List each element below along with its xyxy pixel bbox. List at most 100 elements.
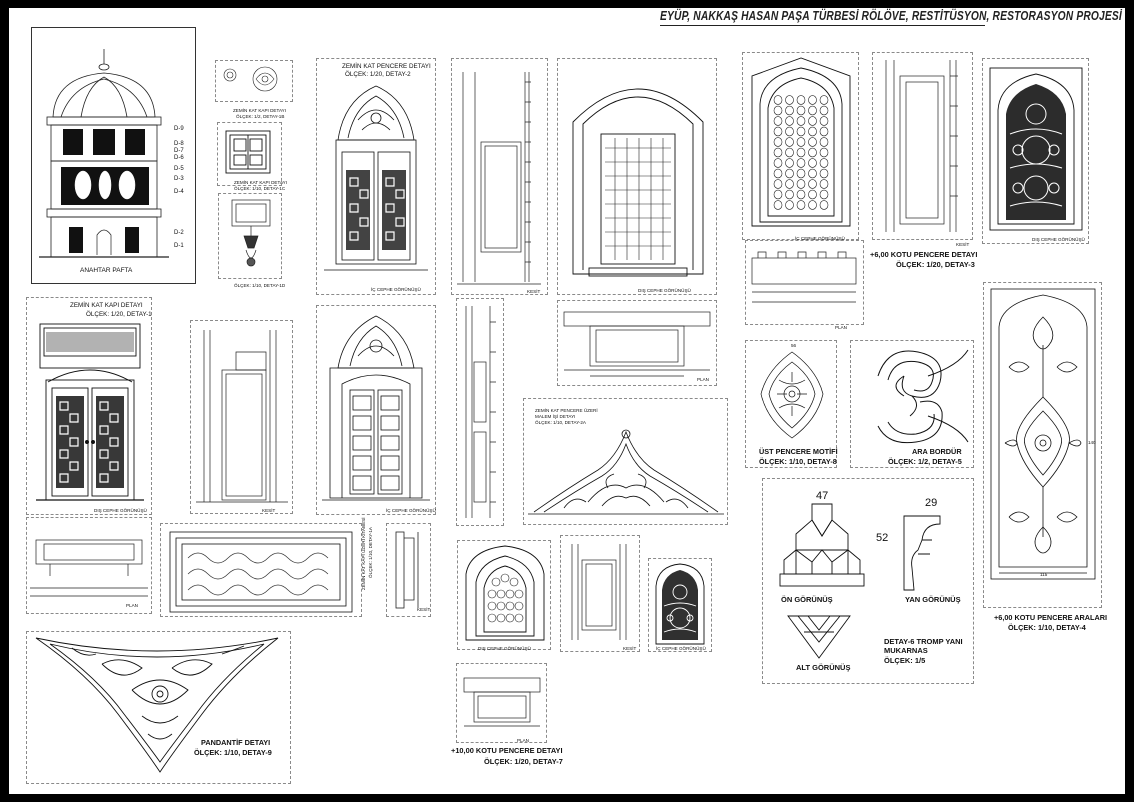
detail-2-section-label: KESİT: [527, 289, 541, 294]
perforation-hole: [785, 147, 794, 158]
perforation-hole: [785, 189, 794, 200]
detail-9-panel: [26, 631, 291, 784]
detail-6-scale: ÖLÇEK: 1/5: [884, 656, 926, 665]
inscription-drawing: [169, 531, 353, 613]
detail-1-name: ZEMİN KAT KAPI DETAYI: [70, 302, 143, 309]
perforation-hole: [796, 137, 806, 147]
perforation-hole: [773, 179, 783, 189]
perforation-hole: [796, 200, 806, 210]
key-plan-marker: D-9: [174, 126, 184, 132]
door-section-drawing: [196, 330, 288, 503]
detail-4-dim-width: 115: [1040, 572, 1048, 577]
detail-1-plan-panel: [26, 517, 152, 614]
upper-window-motif-drawing: [760, 351, 824, 439]
detail-2-name: ZEMİN KAT PENCERE DETAYI: [342, 63, 431, 70]
detail-7-section-label: KESİT: [623, 646, 637, 651]
top-window-interior-drawing: [655, 563, 705, 645]
perforation-hole: [796, 105, 806, 116]
perforation-hole: [773, 147, 783, 158]
perforation-hole: [808, 200, 817, 210]
door-panel-drawing: [225, 130, 271, 174]
top-window-plan-drawing: [463, 677, 541, 727]
detail-3-section-panel: [872, 52, 973, 240]
perforation-hole: [808, 158, 817, 168]
detail-6-front-label: ÖN GÖRÜNÜŞ: [781, 595, 833, 604]
detail-6-bottom-label: ALT GÖRÜNÜŞ: [796, 663, 851, 672]
ground-window-section-drawing: [457, 72, 541, 285]
detail-3-scale: ÖLÇEK: 1/20, DETAY-3: [896, 260, 975, 269]
detail-1-panel: [26, 297, 152, 515]
detail-2-plan-panel: [557, 300, 717, 386]
detail-1-interior-label: İÇ CEPHE GÖRÜNÜŞÜ: [386, 508, 436, 513]
detail-8-name: ÜST PENCERE MOTİFİ: [759, 447, 838, 456]
muqarnas-bottom-drawing: [787, 615, 851, 659]
detail-7-plan-panel: [456, 663, 547, 743]
detail-6-height-dim: 52: [876, 532, 889, 544]
detail-4-name: +6,00 KOTU PENCERE ARALARI: [994, 613, 1108, 622]
detail-7-interior-panel: [648, 558, 712, 652]
perforation-hole: [796, 179, 806, 189]
muqarnas-front-drawing: [779, 503, 865, 587]
perforation-hole: [785, 137, 794, 147]
top-window-exterior-drawing: [465, 545, 545, 641]
window-piers-ornament-drawing: [990, 288, 1096, 580]
perforation-hole: [773, 95, 783, 105]
perforation-hole: [796, 116, 806, 126]
detail-1-section-panel: [190, 320, 293, 514]
perforation-hole: [819, 137, 829, 147]
sheet-title: EYÜP, NAKKAŞ HASAN PAŞA TÜRBESİ RÖLÖVE, …: [660, 9, 1122, 23]
muqarnas-side-drawing: [903, 515, 941, 591]
detail-6-side-dim: 29: [925, 497, 938, 509]
pendentive-drawing: [35, 637, 279, 773]
detail-4-panel: [983, 282, 1102, 608]
detail-2a-panel: [523, 398, 728, 525]
perforation-hole: [773, 200, 783, 210]
detail-5-scale: ÖLÇEK: 1/2, DETAY-5: [888, 457, 962, 466]
perforation-hole: [796, 158, 806, 168]
key-plan-marker: D-4: [174, 189, 184, 195]
perforation-hole: [808, 147, 817, 158]
key-plan-marker: D-2: [174, 230, 184, 236]
perforation-hole: [773, 189, 783, 200]
detail-2-exterior-panel: [557, 58, 717, 295]
perforation-hole: [785, 200, 794, 210]
detail-6-name: DETAY-6 TROMP YANI: [884, 637, 963, 646]
perforation-hole: [785, 116, 794, 126]
detail-1-scale: ÖLÇEK: 1/20, DETAY-1: [86, 311, 152, 318]
perforation-hole: [808, 168, 817, 179]
perforation-hole: [785, 126, 794, 137]
perforation-hole: [796, 168, 806, 179]
ground-window-drawing: [324, 85, 428, 271]
detail-3-plan-label: PLAN: [835, 325, 848, 330]
door-small-detail-c: [218, 193, 282, 279]
perforation-hole: [808, 116, 817, 126]
detail-7-section-panel: [560, 535, 640, 652]
detail-2-view-label: İÇ CEPHE GÖRÜNÜŞÜ: [371, 287, 421, 292]
perforation-hole: [808, 126, 817, 137]
perforation-hole: [785, 105, 794, 116]
detail-7-exterior-label: DIŞ CEPHE GÖRÜNÜŞÜ: [478, 646, 531, 651]
key-plan-marker: D-6: [174, 155, 184, 161]
perforation-hole: [808, 105, 817, 116]
detail-1c-name: ZEMİN KAT KAPI DETAYI: [234, 180, 288, 185]
top-window-section-drawing: [571, 544, 627, 640]
door-knocker-drawing: [231, 199, 271, 267]
detail-5-name: ARA BORDÜR: [912, 447, 962, 456]
detail-2-section-panel: [451, 58, 548, 295]
detail-7-interior-label: İÇ CEPHE GÖRÜNÜŞÜ: [656, 646, 706, 651]
title-underline: [660, 25, 985, 27]
detail-1-interior-panel: [316, 305, 436, 515]
upper-window-section-drawing: [885, 60, 958, 232]
perforation-hole: [796, 147, 806, 158]
detail-6-name2: MUKARNAS: [884, 646, 928, 655]
perforation-hole: [819, 179, 829, 189]
perforation-hole: [808, 189, 817, 200]
detail-9-scale: ÖLÇEK: 1/10, DETAY-9: [194, 748, 272, 757]
ground-window-arch-ornament-drawing: [528, 429, 724, 515]
detail-2-scale: ÖLÇEK: 1/20, DETAY-2: [345, 71, 411, 78]
detail-7-exterior-panel: [457, 540, 551, 650]
detail-4-scale: ÖLÇEK: 1/10, DETAY-4: [1008, 623, 1086, 632]
door-plan-drawing: [30, 539, 148, 597]
detail-1b-name: ZEMİN KAT KAPI DETAYI: [233, 108, 287, 113]
key-plan-marker: D-5: [174, 166, 184, 172]
